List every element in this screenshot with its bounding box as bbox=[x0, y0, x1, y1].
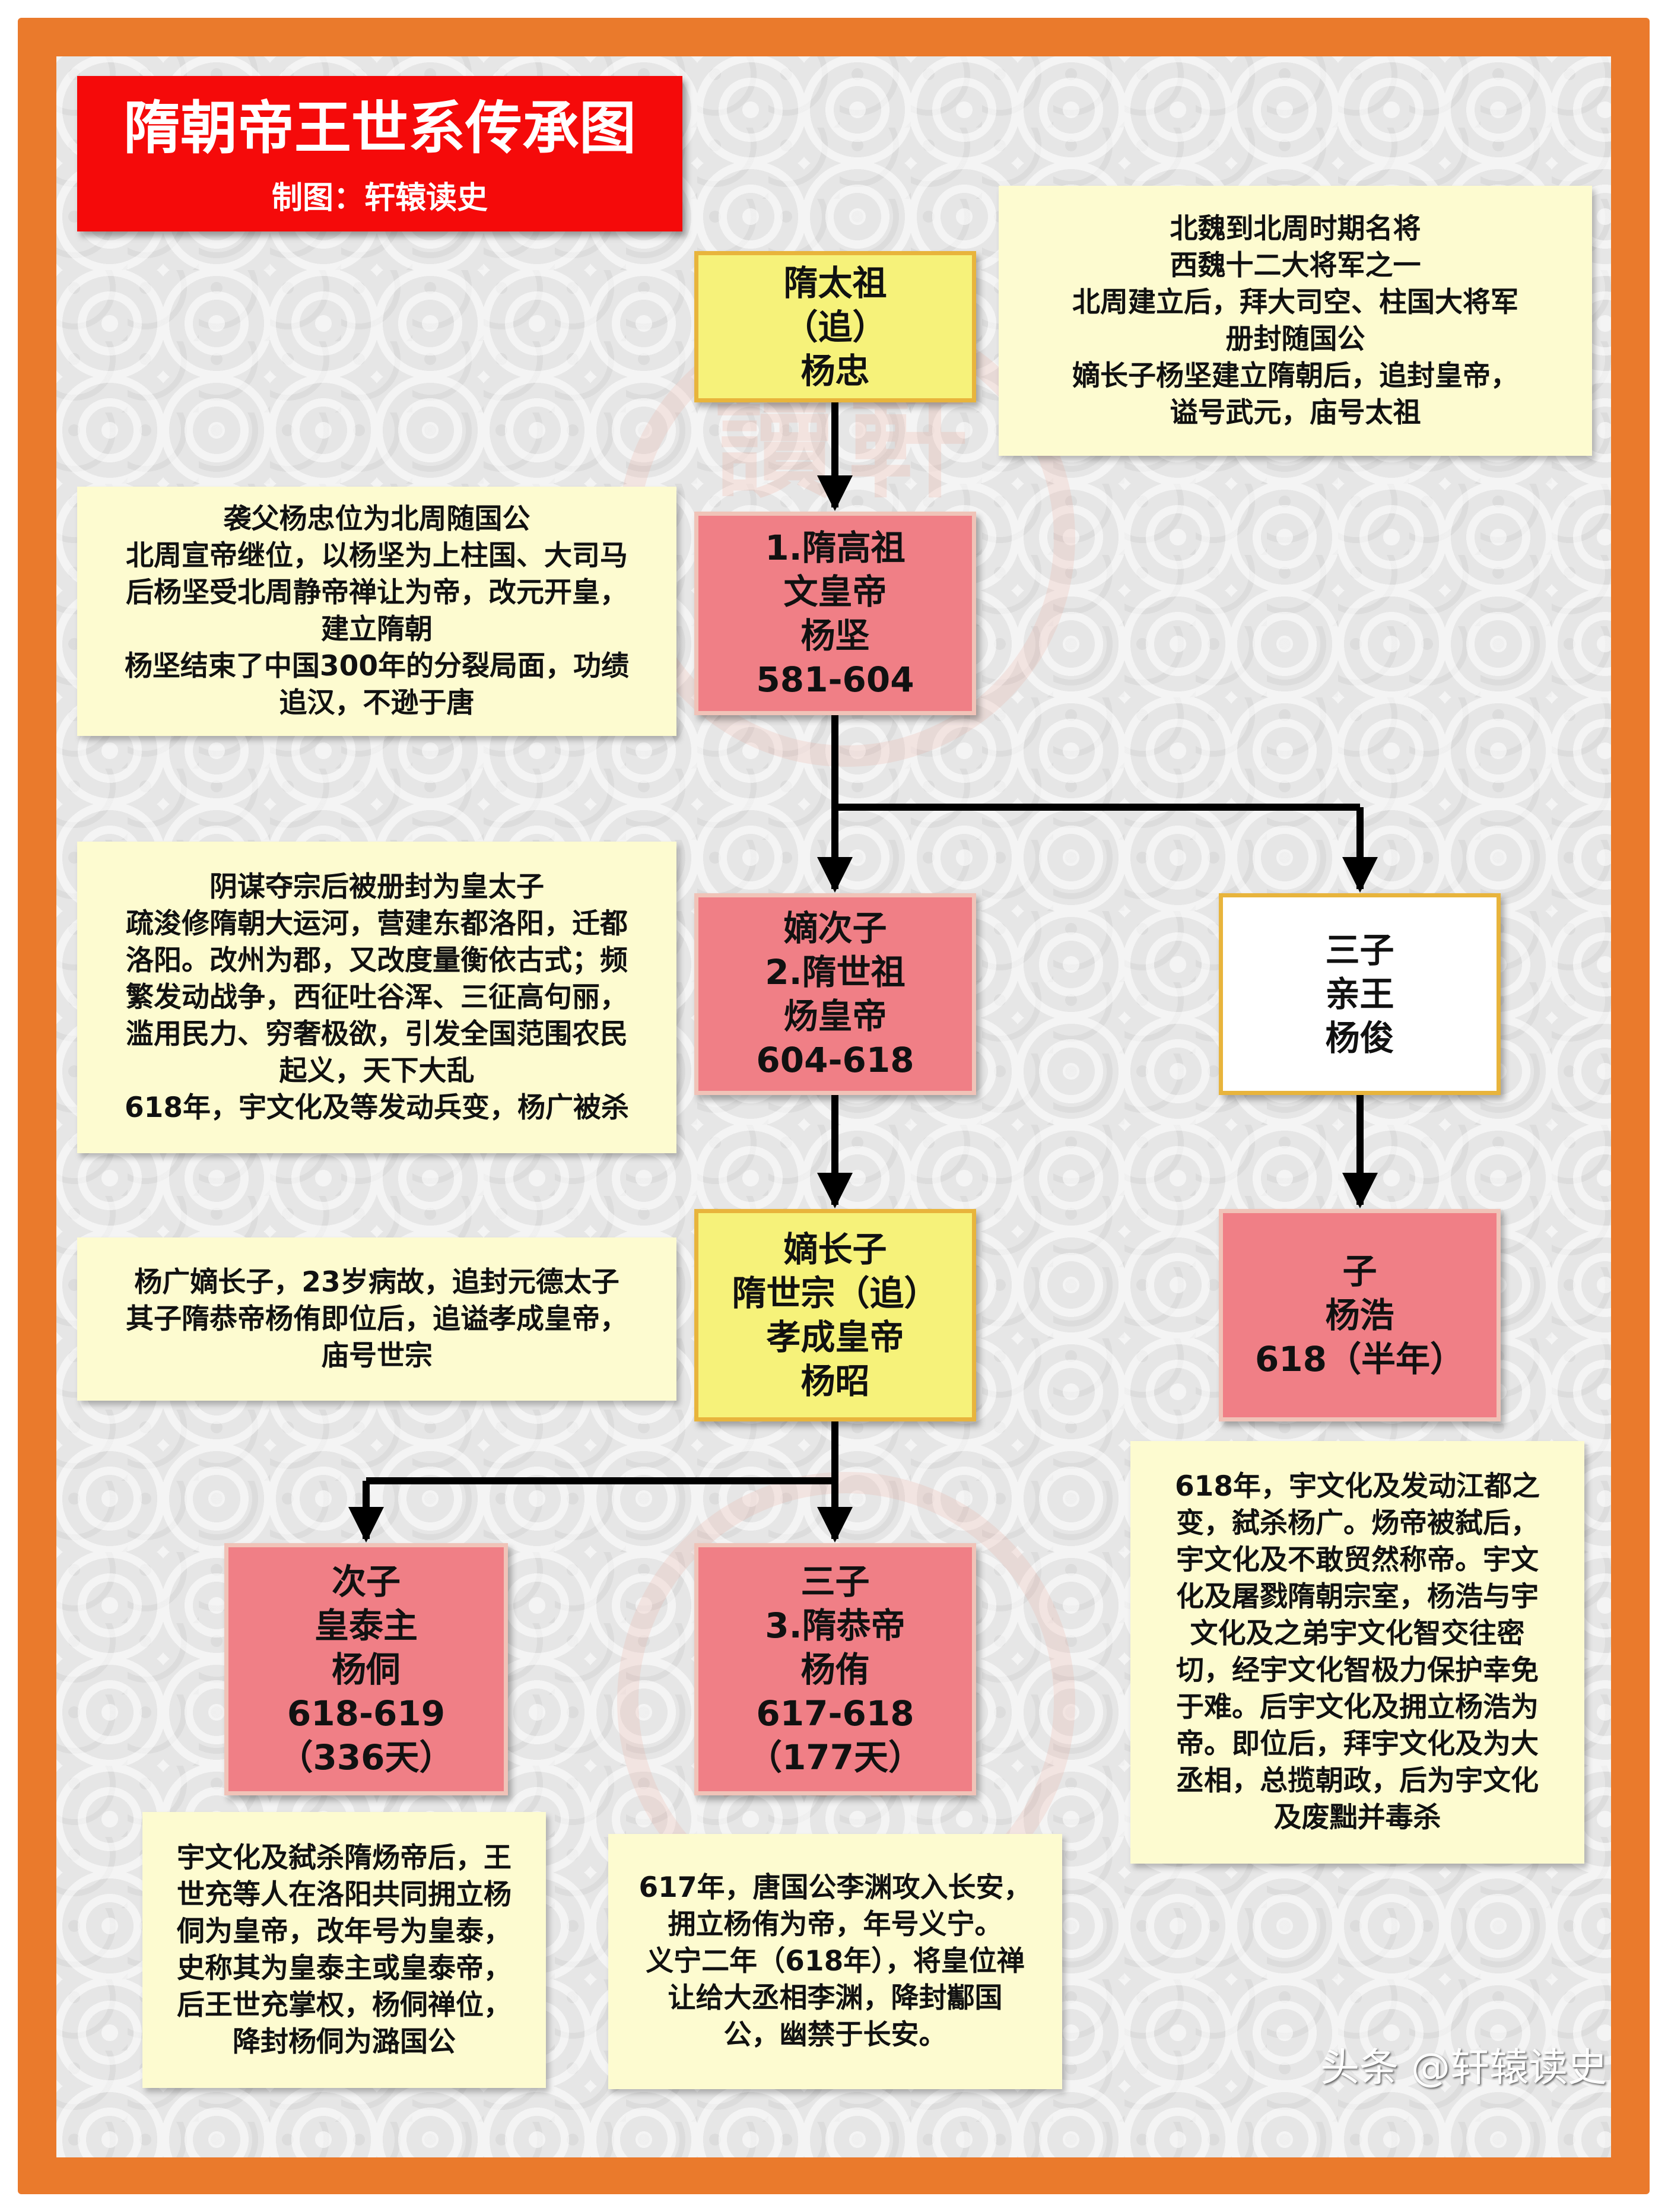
node-line: 2.隋世祖 bbox=[765, 952, 906, 992]
note-taizu: 北魏到北周时期名将 西魏十二大将军之一 北周建立后，拜大司空、柱国大将军 册封随… bbox=[999, 186, 1592, 456]
note-line: 滥用民力、穷奢极欲，引发全国范围农民 bbox=[126, 1017, 628, 1051]
node-line: 1.隋高祖 bbox=[765, 527, 906, 568]
note-line: 丞相，总揽朝政，后为宇文化 bbox=[1176, 1764, 1539, 1797]
node-yangjun: 三子 亲王 杨俊 bbox=[1219, 893, 1501, 1095]
node-line: 皇泰主 bbox=[314, 1605, 418, 1646]
note-yanghao: 618年，宇文化及发动江都之 变，弑杀杨广。炀帝被弑后， 宇文化及不敢贸然称帝。… bbox=[1130, 1441, 1584, 1864]
note-line: 册封随国公 bbox=[1225, 322, 1365, 356]
note-line: 618年，宇文化及发动江都之 bbox=[1174, 1470, 1540, 1503]
node-gongdi: 三子 3.隋恭帝 杨侑 617-618 （177天） bbox=[694, 1543, 976, 1795]
note-line: 起义，天下大乱 bbox=[279, 1054, 475, 1087]
note-shizong: 杨广嫡长子，23岁病故，追封元德太子 其子隋恭帝杨侑即位后，追谥孝成皇帝， 庙号… bbox=[77, 1237, 676, 1401]
note-line: 618年，宇文化及等发动兵变，杨广被杀 bbox=[124, 1091, 630, 1124]
node-line: 三子 bbox=[800, 1561, 870, 1602]
note-line: 西魏十二大将军之一 bbox=[1170, 249, 1421, 282]
node-line: 次子 bbox=[331, 1561, 401, 1602]
seal-char: 讀 bbox=[715, 375, 834, 515]
note-line: 宇文化及弑杀隋炀帝后，王 bbox=[177, 1841, 511, 1874]
node-line: 617-618 bbox=[756, 1693, 914, 1734]
watermark: 头条 @轩辕读史 bbox=[1320, 2045, 1607, 2090]
note-line: 嫡长子杨坚建立隋朝后，追封皇帝， bbox=[1072, 359, 1518, 392]
node-line: 嫡长子 bbox=[783, 1229, 887, 1270]
note-yangtong: 宇文化及弑杀隋炀帝后，王 世充等人在洛阳共同拥立杨 侗为皇帝，改年号为皇泰， 史… bbox=[142, 1812, 546, 2088]
note-line: 侗为皇帝，改年号为皇泰， bbox=[177, 1915, 511, 1948]
note-line: 公，幽禁于长安。 bbox=[723, 2019, 947, 2051]
node-line: 杨浩 bbox=[1325, 1295, 1394, 1335]
title-banner: 隋朝帝王世系传承图 制图：轩辕读史 bbox=[77, 76, 682, 231]
note-line: 袭父杨忠位为北周随国公 bbox=[223, 503, 530, 535]
note-line: 杨坚结束了中国300年的分裂局面，功绩 bbox=[124, 650, 630, 683]
note-line: 北周建立后，拜大司空、柱国大将军 bbox=[1072, 285, 1518, 319]
note-line: 疏浚修隋朝大运河，营建东都洛阳，迁都 bbox=[126, 907, 628, 940]
note-line: 宇文化及不敢贸然称帝。宇文 bbox=[1176, 1544, 1539, 1576]
note-line: 让给大丞相李渊，降封酅国 bbox=[668, 1982, 1003, 2014]
note-line: 及废黜并毒杀 bbox=[1273, 1801, 1441, 1834]
note-line: 世充等人在洛阳共同拥立杨 bbox=[177, 1878, 511, 1911]
node-yanghao: 子 杨浩 618（半年） bbox=[1219, 1209, 1501, 1421]
note-line: 降封杨侗为潞国公 bbox=[233, 2025, 456, 2058]
node-line: 炀皇帝 bbox=[783, 996, 887, 1036]
node-line: 618-619 bbox=[287, 1693, 446, 1734]
node-gaozu: 1.隋高祖 文皇帝 杨坚 581-604 bbox=[694, 512, 976, 715]
note-line: 北周宣帝继位，以杨坚为上柱国、大司马 bbox=[126, 539, 628, 572]
node-line: 杨坚 bbox=[800, 615, 870, 656]
note-gaozu: 袭父杨忠位为北周随国公 北周宣帝继位，以杨坚为上柱国、大司马 后杨坚受北周静帝禅… bbox=[77, 487, 676, 736]
node-line: 亲王 bbox=[1325, 974, 1394, 1014]
note-line: 洛阳。改州为郡，又改度量衡依古式；频 bbox=[126, 944, 628, 977]
note-line: 化及屠戮隋朝宗室，杨浩与宇 bbox=[1176, 1581, 1539, 1613]
note-line: 其子隋恭帝杨侑即位后，追谥孝成皇帝， bbox=[126, 1302, 628, 1335]
node-line: 孝成皇帝 bbox=[766, 1317, 904, 1357]
node-line: （追） bbox=[783, 306, 887, 347]
node-taizu: 隋太祖 （追） 杨忠 bbox=[694, 251, 976, 402]
node-line: 子 bbox=[1342, 1251, 1377, 1291]
note-line: 于难。后宇文化及拥立杨浩为 bbox=[1176, 1691, 1539, 1724]
node-shizu: 嫡次子 2.隋世祖 炀皇帝 604-618 bbox=[694, 893, 976, 1095]
seal-char: 軒 bbox=[849, 375, 968, 515]
node-line: 文皇帝 bbox=[783, 571, 887, 612]
note-line: 617年，唐国公李渊攻入长安， bbox=[638, 1871, 1032, 1904]
node-line: 嫡次子 bbox=[783, 908, 887, 948]
node-line: 581-604 bbox=[756, 659, 914, 700]
node-line: 杨忠 bbox=[800, 350, 870, 391]
node-line: 3.隋恭帝 bbox=[765, 1605, 906, 1646]
node-yangtong: 次子 皇泰主 杨侗 618-619 （336天） bbox=[224, 1543, 508, 1795]
note-line: 帝。即位后，拜宇文化及为大 bbox=[1176, 1728, 1539, 1760]
note-line: 谥号武元，庙号太祖 bbox=[1170, 396, 1421, 429]
note-line: 杨广嫡长子，23岁病故，追封元德太子 bbox=[134, 1265, 619, 1299]
node-line: 杨俊 bbox=[1325, 1018, 1394, 1058]
node-line: 隋太祖 bbox=[783, 262, 887, 303]
note-line: 繁发动战争，西征吐谷浑、三征高句丽， bbox=[126, 980, 628, 1014]
node-line: 604-618 bbox=[756, 1040, 914, 1080]
node-line: 隋世宗（追） bbox=[732, 1273, 939, 1313]
note-line: 追汉，不逊于唐 bbox=[279, 687, 475, 719]
note-line: 后杨坚受北周静帝禅让为帝，改元开皇， bbox=[126, 576, 628, 609]
node-line: 三子 bbox=[1325, 930, 1394, 970]
node-shizong: 嫡长子 隋世宗（追） 孝成皇帝 杨昭 bbox=[694, 1209, 976, 1421]
note-line: 变，弑杀杨广。炀帝被弑后， bbox=[1176, 1507, 1539, 1540]
note-line: 义宁二年（618年），将皇位禅 bbox=[646, 1945, 1025, 1978]
node-line: 杨侗 bbox=[331, 1649, 401, 1690]
note-shizu: 阴谋夺宗后被册封为皇太子 疏浚修隋朝大运河，营建东都洛阳，迁都 洛阳。改州为郡，… bbox=[77, 842, 676, 1153]
note-line: 拥立杨侑为帝，年号义宁。 bbox=[668, 1908, 1003, 1941]
page-subtitle: 制图：轩辕读史 bbox=[271, 180, 488, 216]
note-line: 后王世充掌权，杨侗禅位， bbox=[177, 1988, 511, 2021]
node-line: （336天） bbox=[278, 1737, 454, 1778]
note-line: 庙号世宗 bbox=[321, 1339, 433, 1372]
node-line: （177天） bbox=[747, 1737, 923, 1778]
note-gongdi: 617年，唐国公李渊攻入长安， 拥立杨侑为帝，年号义宁。 义宁二年（618年），… bbox=[608, 1834, 1062, 2089]
page-title: 隋朝帝王世系传承图 bbox=[123, 95, 636, 161]
note-line: 北魏到北周时期名将 bbox=[1170, 212, 1421, 245]
note-line: 阴谋夺宗后被册封为皇太子 bbox=[209, 870, 544, 903]
note-line: 文化及之弟宇文化智交往密 bbox=[1190, 1617, 1525, 1650]
note-line: 史称其为皇泰主或皇泰帝， bbox=[177, 1951, 511, 1985]
node-line: 杨侑 bbox=[800, 1649, 870, 1690]
note-line: 建立隋朝 bbox=[321, 613, 433, 646]
node-line: 618（半年） bbox=[1254, 1339, 1465, 1379]
node-line: 杨昭 bbox=[800, 1361, 870, 1401]
note-line: 切，经宇文化智极力保护幸免 bbox=[1176, 1654, 1539, 1687]
